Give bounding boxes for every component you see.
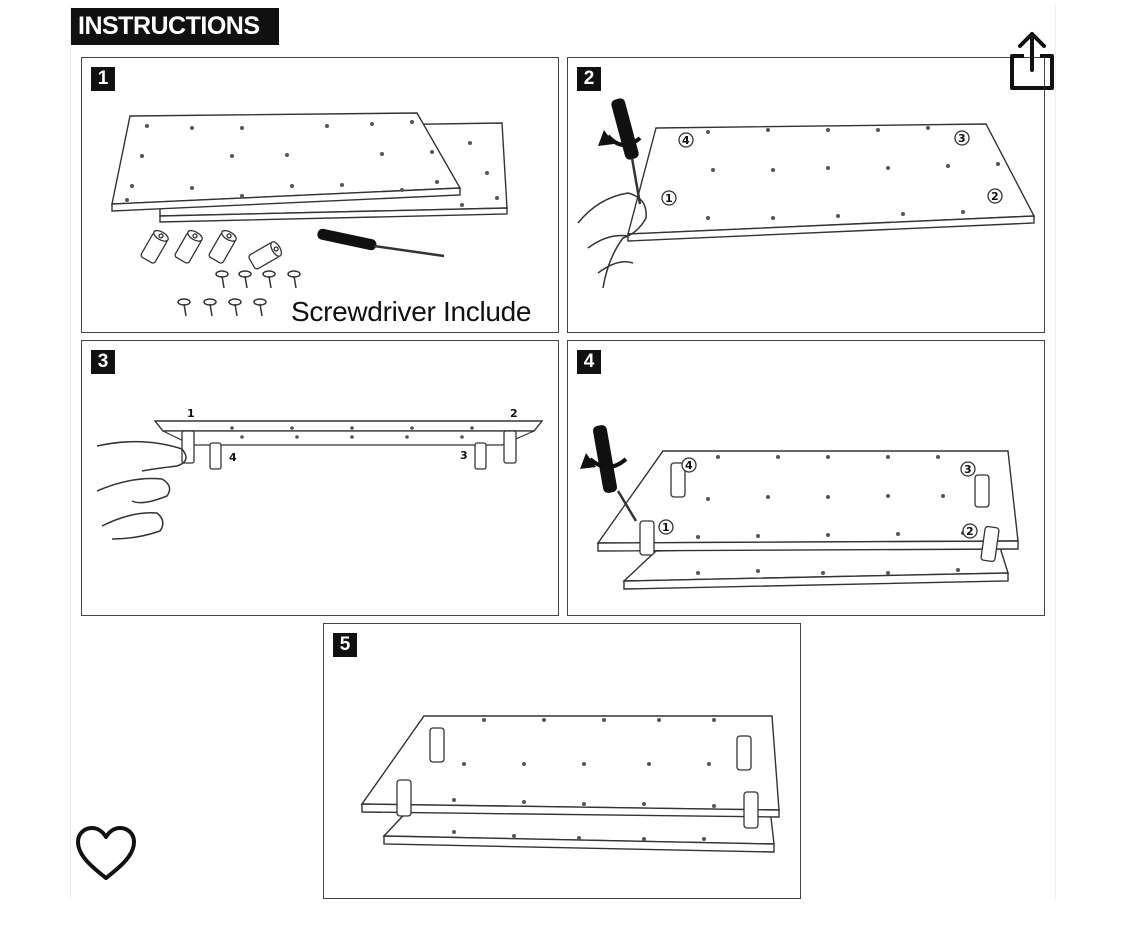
step-3-label-1: 1	[187, 407, 195, 420]
step-1-panel: 1	[81, 57, 559, 333]
step-4-number: 4	[577, 350, 601, 374]
step-1-illustration	[111, 112, 508, 317]
svg-text:2: 2	[991, 190, 999, 203]
step-1-number: 1	[91, 67, 115, 91]
step-2-number: 2	[577, 67, 601, 91]
step-3-label-3: 3	[460, 449, 468, 462]
step-3-label-2: 2	[510, 407, 518, 420]
svg-text:2: 2	[966, 525, 974, 538]
step-3-number: 3	[91, 350, 115, 374]
share-icon[interactable]	[1006, 30, 1058, 92]
svg-text:4: 4	[682, 134, 690, 147]
step-3-illustration: 1 2 3 4	[96, 407, 544, 540]
screwdriver-caption: Screwdriver Include	[291, 296, 532, 327]
svg-text:1: 1	[662, 521, 670, 534]
instructions-title: INSTRUCTIONS	[71, 8, 279, 45]
step-4-illustration: 4 3 2 1	[580, 425, 1019, 590]
heart-icon[interactable]	[74, 824, 138, 884]
svg-text:1: 1	[665, 192, 673, 205]
step-2-illustration: 4 3 2 1	[577, 98, 1036, 289]
svg-text:4: 4	[685, 459, 693, 472]
step-3-label-4: 4	[229, 451, 237, 464]
svg-text:3: 3	[964, 463, 972, 476]
step-5-panel: 5	[323, 623, 801, 899]
step-3-panel: 3 1 2 3 4	[81, 340, 559, 616]
step-2-panel: 2 4 3 2 1	[567, 57, 1045, 333]
step-5-number: 5	[333, 633, 357, 657]
step-4-panel: 4 4 3 2 1	[567, 340, 1045, 616]
svg-text:3: 3	[958, 132, 966, 145]
step-5-illustration	[360, 715, 780, 853]
